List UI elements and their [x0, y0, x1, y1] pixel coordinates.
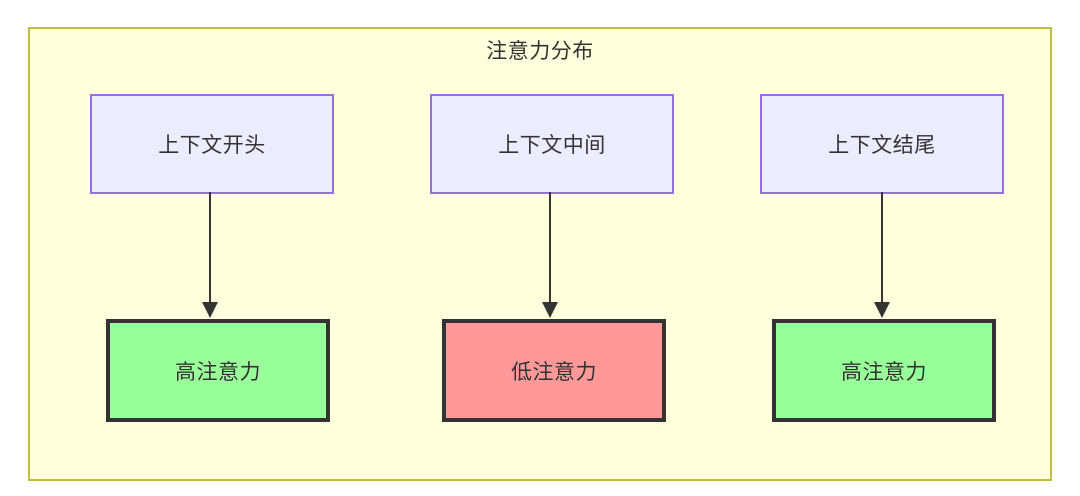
node-attention-high-left[interactable]: 高注意力: [106, 319, 330, 422]
subgraph-title: 注意力分布: [486, 40, 594, 63]
node-attention-high-left-label: 高注意力: [175, 360, 261, 384]
node-context-middle-label: 上下文中间: [498, 134, 606, 157]
node-attention-high-right-label: 高注意力: [841, 360, 927, 384]
subgraph-attention-distribution: 注意力分布 上下文开头 上下文中间 上下文结尾 高注意力 低注意力 高注意力: [28, 27, 1052, 481]
node-context-end-label: 上下文结尾: [828, 134, 936, 157]
node-context-middle[interactable]: 上下文中间: [430, 94, 674, 194]
node-attention-low-center-label: 低注意力: [511, 360, 597, 384]
node-context-start[interactable]: 上下文开头: [90, 94, 334, 194]
node-attention-high-right[interactable]: 高注意力: [772, 319, 996, 422]
node-context-end[interactable]: 上下文结尾: [760, 94, 1004, 194]
node-context-start-label: 上下文开头: [158, 134, 266, 157]
node-attention-low-center[interactable]: 低注意力: [442, 319, 666, 422]
